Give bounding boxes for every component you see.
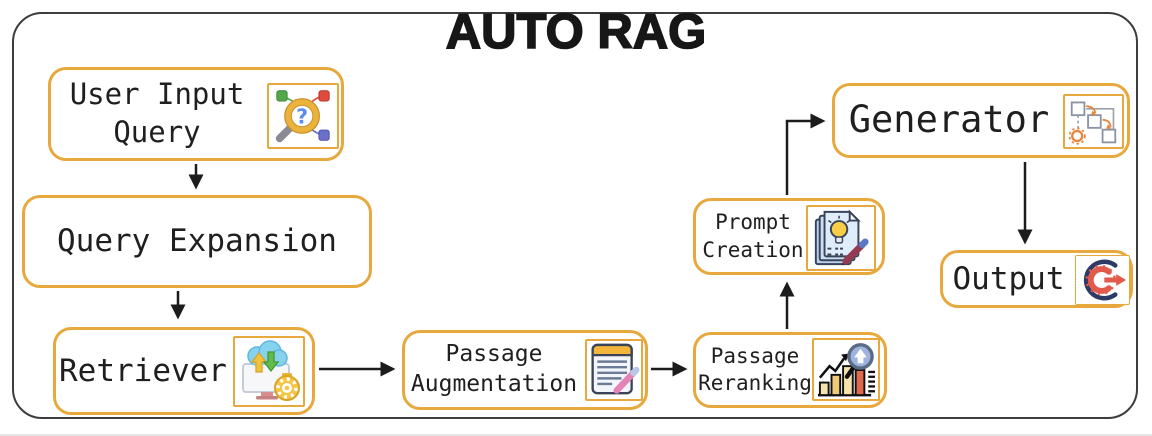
- node-passage-reranking: Passage Reranking: [693, 332, 887, 408]
- node-label-line1: Prompt: [715, 210, 791, 235]
- node-passage-augmentation: Passage Augmentation: [402, 330, 648, 410]
- node-label-line1: Passage: [445, 341, 543, 368]
- node-label-line2: Reranking: [698, 371, 812, 395]
- bottom-divider: [0, 434, 1152, 436]
- magnifier-question-icon: ?: [267, 83, 339, 149]
- node-label: Output: [953, 259, 1065, 299]
- node-label-line1: Query Expansion: [57, 223, 337, 260]
- node-label: User Input Query: [70, 76, 245, 151]
- node-label-line1: Retriever: [59, 352, 227, 389]
- node-label-line2: Query: [113, 115, 201, 149]
- node-label-line1: Output: [952, 260, 1065, 297]
- diagram-outer-frame: [12, 12, 1138, 419]
- export-circle-arrow-icon: [1075, 255, 1130, 305]
- cloud-download-monitor-gear-icon: [233, 336, 305, 407]
- node-label: Prompt Creation: [702, 209, 803, 264]
- documents-lightbulb-pencil-icon: [806, 205, 876, 271]
- workflow-squares-gear-icon: [1063, 94, 1124, 149]
- node-retriever: Retriever: [53, 327, 315, 415]
- notepad-pencil-icon: [585, 339, 643, 401]
- node-prompt-creation: Prompt Creation: [693, 198, 885, 275]
- node-label-line1: Passage: [710, 343, 800, 368]
- node-generator: Generator: [832, 83, 1130, 158]
- node-label: Passage Reranking: [698, 343, 812, 398]
- node-output: Output: [940, 250, 1133, 308]
- bar-chart-magnifier-icon: [812, 338, 880, 401]
- node-label: Query Expansion: [57, 221, 337, 261]
- node-query-expansion: Query Expansion: [22, 195, 372, 288]
- node-label: Generator: [849, 96, 1049, 144]
- svg-text:?: ?: [296, 104, 308, 128]
- node-label-line1: Generator: [848, 98, 1050, 142]
- node-user-input-query: User Input Query ?: [48, 67, 344, 161]
- node-label-line2: Augmentation: [410, 371, 578, 397]
- diagram-title: AUTO RAG: [445, 4, 707, 60]
- node-label: Retriever: [59, 351, 227, 391]
- node-label-line2: Creation: [702, 237, 804, 262]
- node-label: Passage Augmentation: [411, 340, 577, 400]
- node-label-line1: User Input: [69, 77, 245, 112]
